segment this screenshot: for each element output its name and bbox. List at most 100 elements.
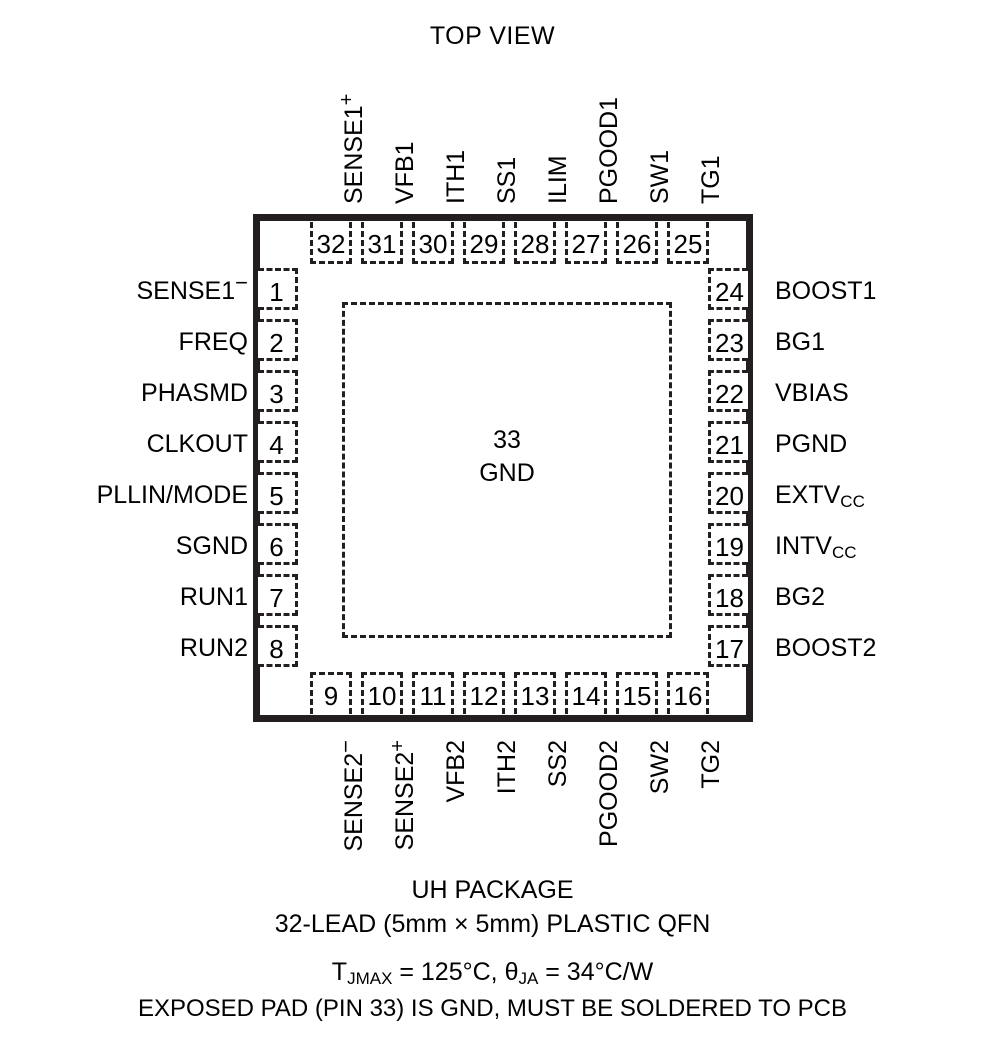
pin-pad-17: 17 bbox=[708, 625, 748, 667]
pin-number: 4 bbox=[269, 430, 284, 460]
pin-name-text: SENSE1 bbox=[340, 105, 368, 204]
pin-label-8: RUN2 bbox=[180, 636, 248, 661]
pin-number: 32 bbox=[316, 229, 346, 259]
pin-pad-18: 18 bbox=[708, 574, 748, 616]
pin-name-text: RUN1 bbox=[179, 583, 248, 611]
pin-pad-3: 3 bbox=[258, 370, 298, 412]
minus-sign: − bbox=[235, 270, 248, 295]
pin-label-20: EXTVCC bbox=[775, 481, 865, 511]
pin-label-3: PHASMD bbox=[141, 381, 248, 406]
pin-number: 27 bbox=[571, 229, 601, 259]
pin-number: 13 bbox=[520, 681, 550, 711]
pin-number: 7 bbox=[269, 583, 284, 613]
pin-pad-11: 11 bbox=[412, 672, 454, 714]
pin-name-text: SGND bbox=[175, 532, 248, 560]
pin-pad-16: 16 bbox=[667, 672, 709, 714]
plus-sign: + bbox=[387, 740, 409, 752]
pin-pad-14: 14 bbox=[565, 672, 607, 714]
exposed-pad-outline bbox=[342, 302, 672, 638]
pin-number: 15 bbox=[622, 681, 652, 711]
pin-number: 17 bbox=[715, 634, 744, 664]
pin-number: 30 bbox=[418, 229, 448, 259]
pin-pad-10: 10 bbox=[361, 672, 403, 714]
tjmax-subscript: JMAX bbox=[347, 969, 393, 988]
pin-name-text: CLKOUT bbox=[146, 430, 248, 458]
pin-pad-30: 30 bbox=[412, 222, 454, 264]
pin-name-text: SENSE2 bbox=[391, 751, 419, 851]
pin-number: 29 bbox=[469, 229, 499, 259]
theta-symbol: θ bbox=[504, 958, 519, 986]
pin-label-4: CLKOUT bbox=[147, 432, 248, 457]
pin-number: 25 bbox=[673, 229, 703, 259]
pin-pad-26: 26 bbox=[616, 222, 658, 264]
pin-number: 23 bbox=[715, 328, 744, 358]
caption-thermal: TJMAX = 125°C, θJA = 34°C/W bbox=[0, 955, 985, 992]
pin-label-17: BOOST2 bbox=[775, 636, 876, 661]
pin-pad-28: 28 bbox=[514, 222, 556, 264]
pin-name-text: PGND bbox=[775, 430, 848, 458]
pin-name-text: INTV bbox=[775, 532, 832, 560]
pin-pad-12: 12 bbox=[463, 672, 505, 714]
pin-pad-6: 6 bbox=[258, 523, 298, 565]
pin-label-6: SGND bbox=[176, 534, 248, 559]
pin-name-text: SW2 bbox=[646, 740, 674, 795]
caption-exposed-pad-note: EXPOSED PAD (PIN 33) IS GND, MUST BE SOL… bbox=[137, 995, 848, 1022]
pin-pad-21: 21 bbox=[708, 421, 748, 463]
pin-label-12: ITH2 bbox=[493, 740, 521, 794]
pin-pad-27: 27 bbox=[565, 222, 607, 264]
theta-subscript: JA bbox=[518, 969, 539, 988]
pin-name-text: VFB1 bbox=[391, 141, 419, 204]
pin-pad-20: 20 bbox=[708, 472, 748, 514]
pin-pad-1: 1 bbox=[258, 268, 298, 310]
pin-label-2: FREQ bbox=[179, 330, 248, 355]
pin-pad-31: 31 bbox=[361, 222, 403, 264]
pin-pad-25: 25 bbox=[667, 222, 709, 264]
pin-number: 12 bbox=[469, 681, 499, 711]
pin-label-13: SS2 bbox=[544, 740, 572, 788]
pin-name-text: PGOOD2 bbox=[595, 740, 623, 847]
pin-pad-8: 8 bbox=[258, 625, 298, 667]
pin-pad-7: 7 bbox=[258, 574, 298, 616]
pin-number: 2 bbox=[269, 328, 284, 358]
pin-number: 26 bbox=[622, 229, 652, 259]
pin-label-11: VFB2 bbox=[442, 740, 470, 803]
pin-pad-13: 13 bbox=[514, 672, 556, 714]
pin-name-text: BOOST1 bbox=[775, 277, 877, 305]
pin-name-text: VFB2 bbox=[442, 740, 470, 803]
pin-name-text: ITH1 bbox=[442, 149, 470, 204]
pin-name-subscript: CC bbox=[831, 543, 857, 562]
pin-number: 10 bbox=[367, 681, 397, 711]
pin-label-22: VBIAS bbox=[775, 381, 849, 406]
pin-name-text: RUN2 bbox=[179, 634, 248, 662]
pin-number: 11 bbox=[419, 681, 447, 711]
minus-sign: − bbox=[333, 740, 358, 753]
pin-name-text: TG2 bbox=[697, 740, 725, 789]
pin-name-text: TG1 bbox=[697, 155, 725, 204]
pin-number: 16 bbox=[673, 681, 703, 711]
pin-label-9: SENSE2− bbox=[333, 740, 368, 852]
pin-name-text: SS2 bbox=[544, 740, 572, 788]
pin-label-23: BG1 bbox=[775, 330, 825, 355]
pin-number: 6 bbox=[269, 532, 284, 562]
pin-name-text: PLLIN/MODE bbox=[96, 481, 248, 509]
pin-pad-9: 9 bbox=[310, 672, 352, 714]
pin-pad-5: 5 bbox=[258, 472, 298, 514]
pin-name-text: ILIM bbox=[544, 155, 572, 204]
pin-name-subscript: CC bbox=[840, 492, 865, 511]
pin-number: 14 bbox=[571, 681, 601, 711]
pin-name-text: FREQ bbox=[178, 328, 248, 356]
pin-label-15: SW2 bbox=[646, 740, 674, 795]
pin-label-16: TG2 bbox=[697, 740, 725, 789]
pin-name-text: EXTV bbox=[775, 481, 841, 509]
tjmax-value: = 125°C, bbox=[392, 958, 505, 986]
pin-number: 8 bbox=[269, 634, 284, 664]
pin-number: 1 bbox=[269, 277, 284, 307]
pin-name-text: SENSE2 bbox=[340, 752, 368, 852]
pin-label-10: SENSE2+ bbox=[387, 740, 419, 851]
pin-name-text: BG1 bbox=[775, 328, 826, 356]
pin-label-24: BOOST1 bbox=[775, 279, 876, 304]
pin-number: 31 bbox=[367, 229, 397, 259]
pin-label-14: PGOOD2 bbox=[595, 740, 623, 847]
pin-label-7: RUN1 bbox=[180, 585, 248, 610]
pin-pad-19: 19 bbox=[708, 523, 748, 565]
